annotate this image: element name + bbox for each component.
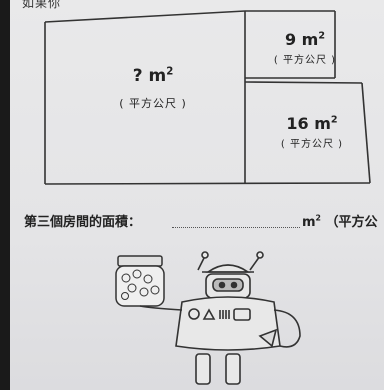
question-unit: m2 （平方公 (302, 213, 378, 230)
room-diagram: ? m2 ( 平方公尺 ) 9 m2 ( 平方公尺 ) 16 m2 ( 平方公尺… (10, 0, 384, 200)
medium-room-area: 16 m2 (286, 114, 338, 133)
room-diagram-lines (44, 10, 371, 185)
bottom-edge (44, 182, 371, 185)
small-room-area: 9 m2 (284, 30, 326, 49)
unknown-room-area: ? m2 (132, 66, 174, 86)
worksheet-page: 如果你 ? m2 ( 平方公尺 ) 9 m2 ( 平方公尺 ) 16 m2 ( … (10, 0, 384, 390)
medium-room-top-edge (244, 81, 363, 84)
header-fragment: 如果你 (22, 0, 62, 10)
big-room-top-edge (44, 10, 246, 23)
question-prompt: 第三個房間的面積： (24, 215, 142, 230)
robot-body (139, 251, 301, 385)
medium-room-right-edge (361, 82, 371, 184)
medium-room-unit-note: ( 平方公尺 ) (280, 139, 344, 150)
small-room-unit-note: ( 平方公尺 ) (273, 55, 337, 66)
robot-illustration (115, 251, 301, 385)
jar-illustration (115, 255, 165, 307)
unknown-room-unit-note: ( 平方公尺 ) (119, 97, 187, 110)
answer-blank[interactable] (172, 227, 300, 228)
